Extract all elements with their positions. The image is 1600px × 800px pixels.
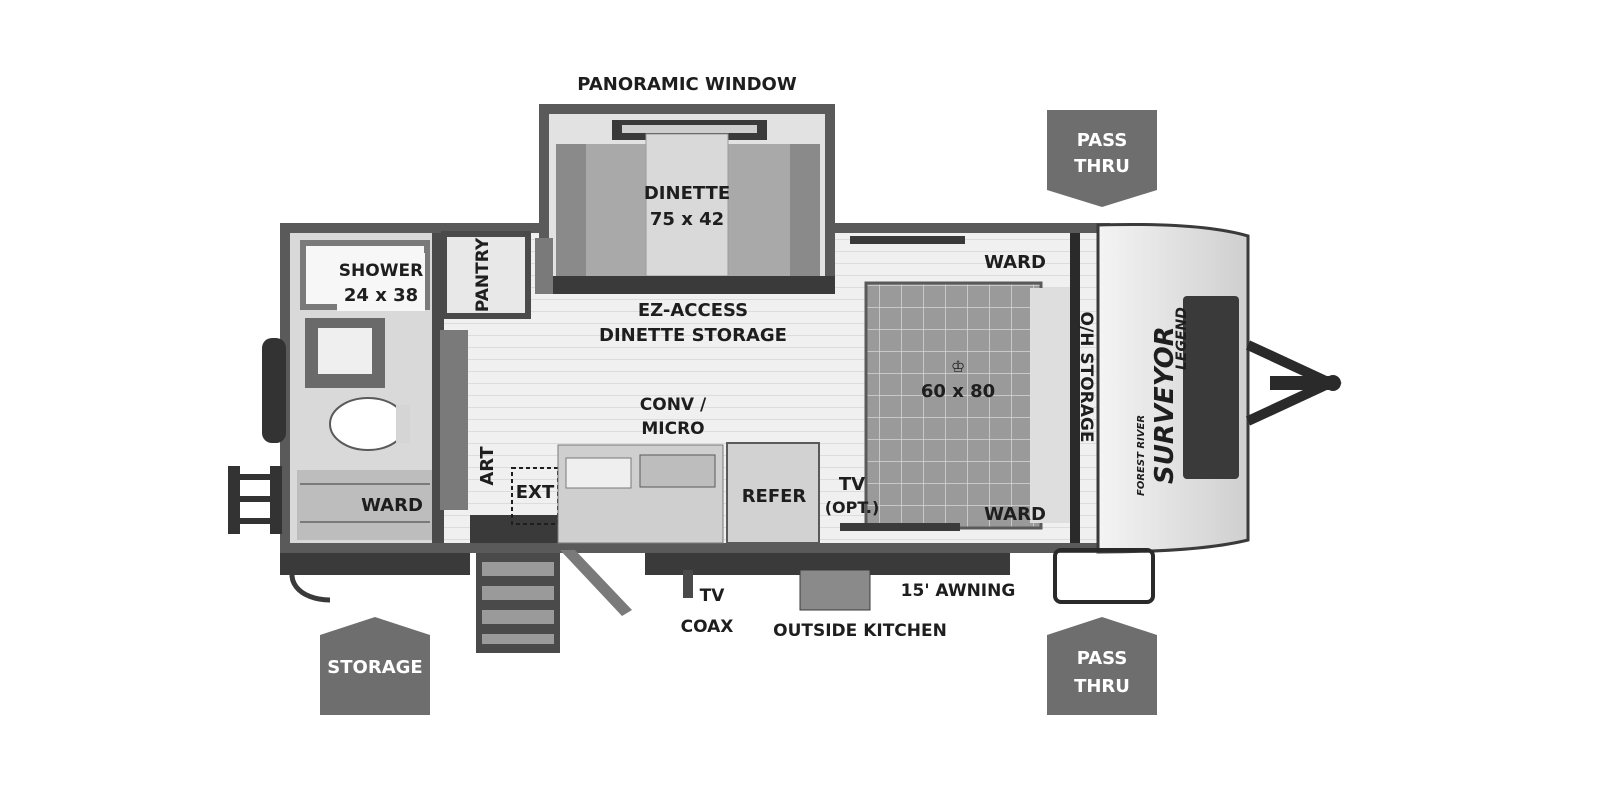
spare-tire <box>262 338 286 443</box>
label-tv-coax-1: TV <box>700 586 726 606</box>
outside-kitchen-unit <box>799 569 871 611</box>
brand-forest-river: FOREST RIVER <box>1136 415 1147 496</box>
label-ward-top: WARD <box>984 252 1046 273</box>
label-outside-kitchen: OUTSIDE KITCHEN <box>773 621 947 641</box>
label-dinette: DINETTE <box>644 183 730 204</box>
badge-pass-thru-top-line2: THRU <box>1074 156 1130 177</box>
brand-surveyor: SURVEYOR <box>1150 326 1180 484</box>
shower-label-bg <box>337 253 425 311</box>
badge-pass-thru-bottom-line1: PASS <box>1077 648 1128 669</box>
label-dinette-storage: DINETTE STORAGE <box>599 325 787 346</box>
label-conv-micro-1: CONV / <box>640 395 707 415</box>
label-tv: TV <box>839 474 865 495</box>
label-panoramic-window: PANORAMIC WINDOW <box>577 74 797 95</box>
label-tv-coax-2: COAX <box>681 617 734 637</box>
label-art: ART <box>477 446 498 486</box>
badge-pass-thru-top: PASS THRU <box>1047 110 1157 207</box>
rear-awning-bar <box>280 553 470 575</box>
label-ext: EXT <box>516 482 555 503</box>
label-oh-storage: O/H STORAGE <box>1076 312 1096 443</box>
label-dinette-size: 75 x 42 <box>650 209 724 230</box>
label-shower-size: 24 x 38 <box>344 285 418 306</box>
tv-coax-jack <box>683 570 693 598</box>
entry-steps <box>476 553 560 653</box>
label-bed-size: 60 x 80 <box>921 381 995 402</box>
badge-storage-label: STORAGE <box>327 657 422 678</box>
label-refer: REFER <box>742 486 807 507</box>
label-tv-opt: (OPT.) <box>825 498 880 517</box>
badge-pass-thru-bottom-line2: THRU <box>1074 676 1130 697</box>
label-conv-micro-2: MICRO <box>641 419 704 439</box>
brand-legend: LEGEND <box>1174 307 1190 370</box>
badge-pass-thru-bottom: PASS THRU <box>1047 617 1157 715</box>
front-storage-box <box>1053 548 1155 604</box>
label-pantry: PANTRY <box>473 237 493 312</box>
tongue-hitch <box>1245 340 1342 426</box>
pantry <box>441 231 531 319</box>
entry-door <box>560 550 632 616</box>
entry-wall <box>440 330 468 510</box>
bedroom <box>840 233 1080 543</box>
label-ez-access: EZ-ACCESS <box>638 300 748 321</box>
front-cap: FOREST RIVER SURVEYOR LEGEND <box>1096 222 1250 554</box>
rear-ladder <box>228 466 282 534</box>
label-ward-bottom: WARD <box>984 504 1046 525</box>
label-ward-bath: WARD <box>361 495 423 516</box>
label-shower: SHOWER <box>339 261 423 281</box>
label-awning: 15' AWNING <box>901 581 1016 601</box>
awning-bar <box>645 553 1010 575</box>
dinette-slideout <box>535 104 835 294</box>
kitchen-counter <box>470 442 820 544</box>
badge-pass-thru-top-line1: PASS <box>1077 130 1128 151</box>
badge-storage: STORAGE <box>320 617 430 715</box>
sewer-hose <box>289 553 331 603</box>
crown-icon: ♔ <box>951 359 965 376</box>
